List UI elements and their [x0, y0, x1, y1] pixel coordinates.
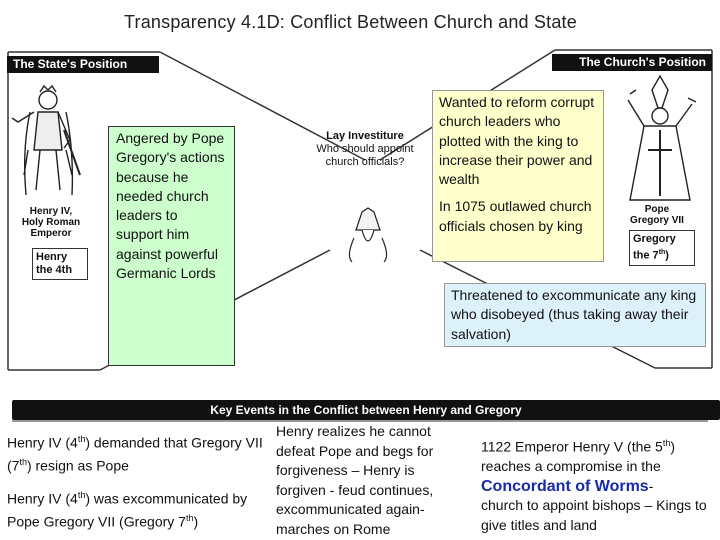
gregory-label-text: Gregory the 7 — [633, 233, 676, 262]
gregory-label-box: Gregory the 7th) — [629, 230, 695, 266]
henry-anger-box: Angered by Pope Gregory's actions becaus… — [108, 126, 235, 366]
event-compromise-d: church to appoint bishops – Kings to giv… — [481, 497, 707, 533]
event-demand-c: ) resign as Pope — [26, 457, 129, 474]
event-excom-sup2: th — [185, 513, 194, 524]
event-demand-b: ) demanded that Gregory VII (7 — [7, 434, 263, 474]
events-right: 1122 Emperor Henry V (the 5th) reaches a… — [481, 434, 713, 535]
event-excommunicated: Henry IV (4th) was excommunicated by Pop… — [7, 486, 269, 532]
church-position-header: The Church's Position — [552, 54, 712, 71]
lay-investiture-question: Who should appoint church officials? — [316, 143, 414, 168]
pope-figure — [627, 74, 697, 201]
event-excom-a: Henry IV (4 — [7, 490, 78, 507]
gregory-label-sup: th — [658, 249, 666, 256]
event-compromise-sup: th — [662, 438, 671, 448]
event-compromise-dash: - — [648, 477, 654, 494]
church-reform-box: Wanted to reform corrupt church leaders … — [432, 90, 604, 262]
gregory-label-end: ) — [665, 249, 669, 262]
event-compromise-a: 1122 Emperor Henry V (the 5 — [481, 438, 663, 455]
church-reform-text: Wanted to reform corrupt church leaders … — [439, 94, 595, 188]
event-demand: Henry IV (4th) demanded that Gregory VII… — [7, 430, 269, 476]
event-excom-c: ) — [193, 514, 199, 531]
events-left: Henry IV (4th) demanded that Gregory VII… — [7, 430, 269, 533]
henry-figure — [11, 84, 81, 196]
concordat-of-worms: Concordant of Worms — [481, 477, 649, 495]
event-compromise-b: ) reaches a compromise in the — [481, 438, 676, 475]
event-demand-sup2: th — [19, 457, 27, 468]
key-events-header: Key Events in the Conflict between Henry… — [12, 400, 720, 420]
event-demand-a: Henry IV (4 — [7, 434, 78, 451]
lay-investiture-title: Lay Investiture — [326, 130, 404, 142]
henry-caption: Henry IV, Holy Roman Emperor — [21, 206, 81, 239]
pope-caption: Pope Gregory VII — [630, 204, 684, 226]
event-demand-sup1: th — [77, 434, 86, 444]
bishop-figure — [348, 207, 388, 263]
outlaw-text: In 1075 outlawed church officials chosen… — [439, 198, 592, 234]
event-excom-b: ) was excommunicated by Pope Gregory VII… — [7, 490, 248, 531]
event-excom-sup1: th — [77, 490, 86, 501]
events-middle: Henry realizes he cannot defeat Pope and… — [276, 422, 466, 539]
page-title: Transparency 4.1D: Conflict Between Chur… — [124, 12, 577, 32]
excommunicate-threat-box: Threatened to excommunicate any king who… — [444, 283, 706, 347]
henry-label-box: Henry the 4th — [32, 248, 88, 280]
state-position-header: The State's Position — [7, 56, 159, 73]
lay-investiture: Lay Investiture Who should appoint churc… — [302, 130, 428, 169]
